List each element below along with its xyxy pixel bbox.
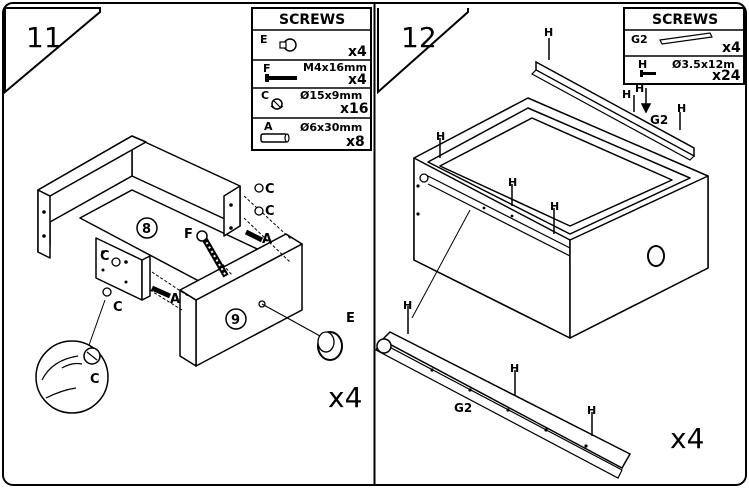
callout-h-top: H: [544, 26, 553, 39]
cam-lock-c-icon: [102, 183, 264, 297]
screw-code-c: C: [261, 89, 269, 102]
bolt-f-icon: [196, 230, 229, 278]
dowel-a-icon: [260, 133, 290, 143]
drawer-front-face: [569, 175, 709, 339]
callout-h-rail-3: H: [677, 102, 686, 115]
screw-qty-f: x4: [348, 72, 367, 88]
callout-h-rail-1: H: [622, 88, 631, 101]
knob-e-icon: [317, 331, 343, 361]
screw-qty-c: x16: [340, 101, 369, 117]
screw-qty-h: x24: [712, 68, 741, 84]
callout-h-bottom-2: H: [510, 362, 519, 375]
bolt-f-icon: [265, 74, 297, 82]
callout-h-rail-2: H: [635, 82, 644, 95]
arrow-down-icon: [640, 88, 652, 114]
zoom-leader-line: [87, 299, 106, 349]
step-11-panel: 11 SCREWS E x4 F M4x16mm x4: [4, 7, 372, 414]
callout-h-drawer-1: H: [436, 130, 445, 143]
screw-size-h: Ø3.5x12m: [672, 58, 735, 71]
screw-code-f: F: [263, 62, 271, 75]
screw-size-a: Ø6x30mm: [300, 121, 362, 134]
callout-c-3: C: [100, 249, 110, 264]
step-12-badge: 12: [377, 8, 469, 95]
screw-qty-a: x8: [346, 134, 365, 150]
callout-c-5: C: [90, 372, 100, 387]
callout-a-2: A: [170, 292, 180, 307]
cam-lock-c-icon: [270, 98, 284, 110]
screw-h-icon: [640, 70, 656, 77]
rail-leader-line: [411, 209, 471, 319]
drawer-holes: [42, 203, 233, 284]
screw-size-f: M4x16mm: [303, 61, 367, 74]
callout-h-bottom-1: H: [403, 299, 412, 312]
callout-h-drawer-3: H: [550, 200, 559, 213]
screw-code-g2: G2: [631, 33, 648, 46]
callout-e: E: [346, 311, 355, 326]
callout-f: F: [184, 227, 193, 242]
screw-h-icon: [548, 38, 681, 130]
step-11-number: 11: [26, 21, 62, 54]
step-12-number: 12: [401, 21, 437, 54]
screws-title-left: SCREWS: [279, 12, 345, 28]
rail-holes: [430, 368, 588, 448]
screws-title-right: SCREWS: [652, 12, 718, 28]
screws-box-right: SCREWS G2 x4 H Ø3.5x12m x24: [623, 7, 745, 85]
part-9-label: 9: [231, 313, 240, 328]
callout-h-drawer-2: H: [508, 176, 517, 189]
callout-c-2: C: [265, 204, 275, 219]
knob-e-icon: [279, 38, 297, 52]
drawer-holes-right: [416, 184, 514, 218]
top-rail-g2: [531, 60, 695, 161]
step-11-badge: 11: [4, 7, 101, 95]
callout-c-1: C: [265, 182, 275, 197]
rail-wheel-icon: [419, 173, 429, 183]
screw-code-h: H: [638, 58, 647, 71]
knob-leader-line: [261, 303, 321, 337]
drawer-box-illustration: [37, 135, 303, 367]
screws-box-left: SCREWS E x4 F M4x16mm x4 C Ø1: [251, 7, 372, 151]
screw-h-icon: [407, 306, 593, 436]
callout-h-bottom-3: H: [587, 404, 596, 417]
screw-code-a: A: [264, 120, 273, 133]
multiplier-left: x4: [328, 381, 362, 414]
dowel-a-icon: [150, 229, 264, 299]
part-8-label: 8: [142, 222, 151, 237]
multiplier-right: x4: [670, 422, 704, 455]
bottom-rail-g2: [375, 331, 632, 479]
callout-a-1: A: [262, 232, 272, 247]
part-9-marker: 9: [225, 308, 247, 330]
screw-qty-g2: x4: [722, 40, 741, 56]
screw-size-c: Ø15x9mm: [300, 89, 362, 102]
screw-h-icon: [439, 138, 555, 234]
callout-c-4: C: [113, 300, 123, 315]
screw-code-e: E: [260, 33, 268, 46]
drawer-inner-rail: [427, 175, 571, 257]
screw-qty-e: x4: [348, 44, 367, 60]
callout-g2-top: G2: [650, 113, 668, 127]
cam-lock-detail-zoom: [35, 340, 109, 414]
callout-g2-bottom: G2: [454, 401, 472, 415]
assembled-drawer: [413, 97, 709, 339]
front-knob-icon: [647, 245, 665, 267]
assembly-dashed-lines: [149, 195, 293, 311]
part-8-marker: 8: [136, 217, 158, 239]
rail-g2-icon: [659, 32, 713, 45]
step-12-panel: 12 SCREWS G2 x4 H Ø3.5x12m x24: [375, 7, 745, 479]
